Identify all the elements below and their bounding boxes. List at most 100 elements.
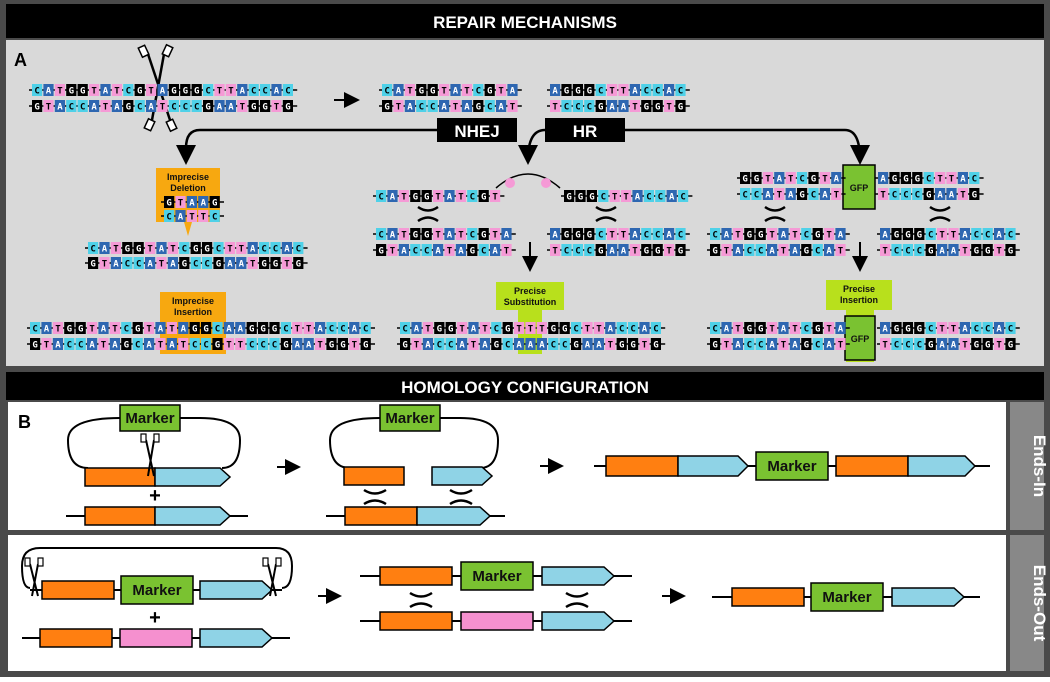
nucleotide-letter: T [181,341,187,351]
nucleotide-box [461,100,472,112]
ends-in-label: Ends-In [1030,435,1049,497]
nucleotide-box [880,244,891,256]
nucleotide-box [561,228,572,240]
nucleotide-letter: C [251,87,256,97]
nucleotide-box [561,84,572,96]
nucleotide-box [455,228,466,240]
nucleotide-box [491,338,502,350]
nucleotide-letter: A [777,175,783,185]
nucleotide-letter: G [413,231,418,241]
nucleotide-box [293,242,304,254]
nucleotide-letter: A [528,341,534,351]
nucleotide-letter: C [678,231,683,241]
nucleotide-box [957,188,968,200]
nucleotide-letter: A [226,325,232,335]
nucleotide-letter: G [598,247,603,257]
nucleotide-box [785,172,796,184]
nucleotide-box [732,228,743,240]
marker-label: Marker [385,410,434,427]
nucleotide-box [349,322,360,334]
nucleotide-letter: C [1008,231,1013,241]
nucleotide-box [618,100,629,112]
nucleotide-letter: G [448,325,453,335]
nucleotide-letter: G [505,325,510,335]
nucleotide-box [445,322,456,334]
nucleotide-box [946,172,957,184]
nucleotide-letter: G [384,103,389,113]
nucleotide-box [1005,244,1016,256]
nucleotide-letter: G [67,325,72,335]
nucleotide-box [393,100,404,112]
blue-homology-block [431,466,494,486]
nucleotide-box [639,322,650,334]
nucleotide-box [87,322,98,334]
nucleotide-letter: T [306,325,312,335]
nucleotide-box [548,322,559,334]
nucleotide-box [43,84,54,96]
nucleotide-box [914,338,925,350]
nucleotide-letter: T [951,231,957,241]
nucleotide-letter: A [44,325,50,335]
nucleotide-letter: G [587,87,592,97]
nucleotide-letter: T [112,325,118,335]
nucleotide-letter: A [103,87,109,97]
nucleotide-box [675,84,686,96]
nucleotide-letter: A [492,247,498,257]
nucleotide-letter: T [666,103,672,113]
nucleotide-box [629,84,640,96]
nucleotide-box [156,257,167,269]
nucleotide-box [561,244,572,256]
nucleotide-letter: T [996,247,1002,257]
nucleotide-letter: G [644,247,649,257]
nucleotide-letter: C [655,231,660,241]
nucleotide-letter: C [562,341,567,351]
orange-homology-block [84,506,156,526]
nucleotide-box [166,338,177,350]
nucleotide-letter: A [834,175,840,185]
blue-homology-block [907,455,977,477]
nucleotide-letter: G [481,231,486,241]
nucleotide-box [421,244,432,256]
nucleotide-letter: C [78,341,83,351]
nucleotide-box [948,322,959,334]
nucleotide-box [982,322,993,334]
nucleotide-box [831,172,842,184]
nucleotide-letter: T [609,231,615,241]
nucleotide-letter: A [352,325,358,335]
nucleotide-letter: G [378,247,383,257]
nucleotide-letter: C [815,247,820,257]
nucleotide-box [650,338,661,350]
nucleotide-letter: A [609,103,615,113]
nucleotide-box [744,338,755,350]
nucleotide-letter: C [273,245,278,255]
nucleotide-letter: T [834,191,840,201]
nucleotide-box [880,228,891,240]
nucleotide-box [732,244,743,256]
nucleotide-box [969,172,980,184]
nucleotide-box [77,84,88,96]
nucleotide-box [559,338,570,350]
nucleotide-letter: C [476,87,481,97]
nucleotide-box [751,188,762,200]
nucleotide-letter: G [204,245,209,255]
nucleotide-letter: G [974,341,979,351]
nucleotide-letter: T [621,231,627,241]
nucleotide-letter: A [498,103,504,113]
nucleotide-box [248,100,259,112]
nucleotide-box [595,100,606,112]
marker-label: Marker [132,582,181,599]
nucleotide-box [468,338,479,350]
nucleotide-letter: C [419,103,424,113]
nucleotide-box [925,244,936,256]
nucleotide-box [664,84,675,96]
nucleotide-letter: C [260,341,265,351]
nucleotide-box [639,338,650,350]
nucleotide-box [404,100,415,112]
nucleotide-box [789,338,800,350]
nucleotide-letter: A [552,231,558,241]
nucleotide-letter: A [724,325,730,335]
